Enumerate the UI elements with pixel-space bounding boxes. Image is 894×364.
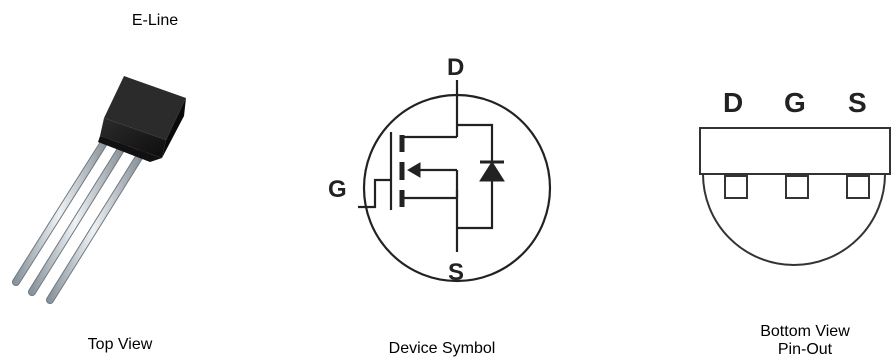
pin-pad-s bbox=[846, 175, 870, 199]
package-leads bbox=[12, 126, 150, 304]
drain-label: D bbox=[447, 54, 464, 81]
gate-label: G bbox=[328, 176, 347, 203]
package-body bbox=[98, 76, 186, 162]
device-symbol-caption: Device Symbol bbox=[388, 340, 496, 357]
body-diode-triangle bbox=[479, 161, 505, 182]
pinout-label-d: D bbox=[723, 87, 743, 118]
top-view-caption: Top View bbox=[87, 336, 153, 353]
bottom-view-caption-line2: Pin-Out bbox=[777, 341, 833, 358]
gate-lead bbox=[358, 178, 391, 209]
body-arrow-head bbox=[407, 162, 421, 178]
source-label: S bbox=[448, 259, 464, 286]
package-title: E-Line bbox=[131, 12, 179, 29]
pinout-label-s: S bbox=[848, 87, 867, 118]
transistor-package-image bbox=[12, 76, 186, 304]
bottom-view-pinout bbox=[699, 127, 891, 266]
mosfet-symbol bbox=[358, 80, 552, 283]
pin-pad-g bbox=[785, 175, 809, 199]
bottom-view-caption: Bottom View Pin-Out bbox=[735, 323, 875, 359]
pinout-label-g: G bbox=[784, 87, 806, 118]
bottom-view-caption-line1: Bottom View bbox=[760, 323, 850, 340]
pin-pad-d bbox=[724, 175, 748, 199]
